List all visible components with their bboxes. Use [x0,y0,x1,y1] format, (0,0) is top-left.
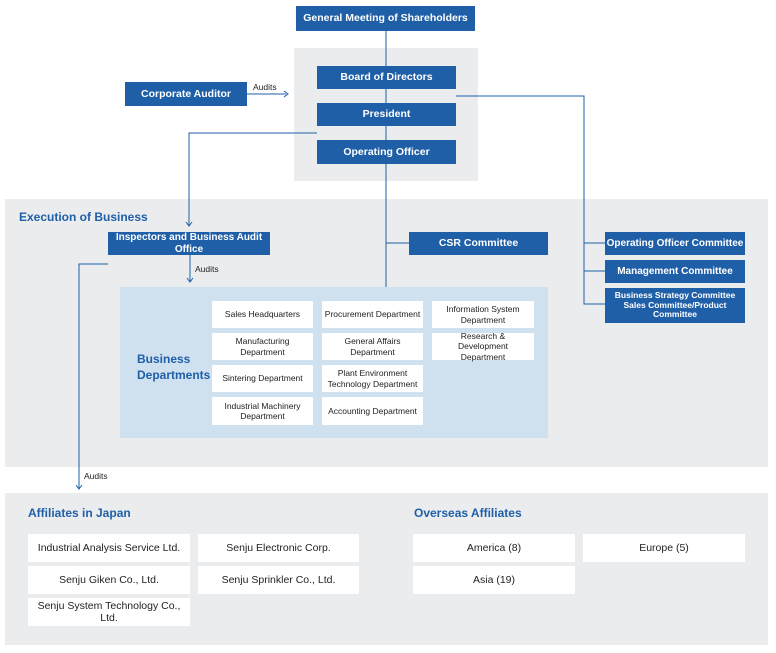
overseas-affiliates-title: Overseas Affiliates [414,506,522,520]
inspectors-box: Inspectors and Business Audit Office [108,232,270,255]
department-box: Sales Headquarters [212,301,313,328]
business-departments-title-line1: Business [137,352,191,366]
strategy-committee-line1: Business Strategy Committee [614,289,736,300]
department-box: Manufacturing Department [212,333,313,360]
business-departments-title: Business Departments [137,351,210,383]
department-box: Sintering Department [212,365,313,392]
strategy-committee-line2: Sales Committee/Product Committee [623,299,727,320]
president-box: President [317,103,456,126]
audits-label-affiliates: Audits [84,471,108,481]
corporate-auditor-box: Corporate Auditor [125,82,247,106]
strategy-committee-box: Business Strategy Committee Sales Commit… [605,288,745,323]
shareholders-box: General Meeting of Shareholders [296,6,475,31]
overseas-affiliate-box: America (8) [413,534,575,562]
business-departments-title-line2: Departments [137,368,211,382]
department-box: Information System Department [432,301,534,328]
department-box: Procurement Department [322,301,423,328]
overseas-affiliate-box: Asia (19) [413,566,575,594]
audits-label-auditor: Audits [253,82,277,92]
affiliate-box: Senju Electronic Corp. [198,534,359,562]
operating-officer-committee-box: Operating Officer Committee [605,232,745,255]
department-box: Research & Development Department [432,331,534,362]
execution-title: Execution of Business [19,210,148,224]
affiliate-box: Senju System Technology Co., Ltd. [28,598,190,626]
department-box: Plant Environment Technology Department [322,365,423,392]
affiliate-box: Industrial Analysis Service Ltd. [28,534,190,562]
affiliates-japan-title: Affiliates in Japan [28,506,131,520]
csr-committee-box: CSR Committee [409,232,548,255]
department-box: Accounting Department [322,397,423,425]
overseas-affiliate-box: Europe (5) [583,534,745,562]
management-committee-box: Management Committee [605,260,745,283]
board-of-directors-box: Board of Directors [317,66,456,89]
department-box: Industrial Machinery Department [212,397,313,425]
department-box: General Affairs Department [322,333,423,360]
affiliate-box: Senju Sprinkler Co., Ltd. [198,566,359,594]
audits-label-inspectors: Audits [195,264,219,274]
affiliate-box: Senju Giken Co., Ltd. [28,566,190,594]
operating-officer-box: Operating Officer [317,140,456,164]
